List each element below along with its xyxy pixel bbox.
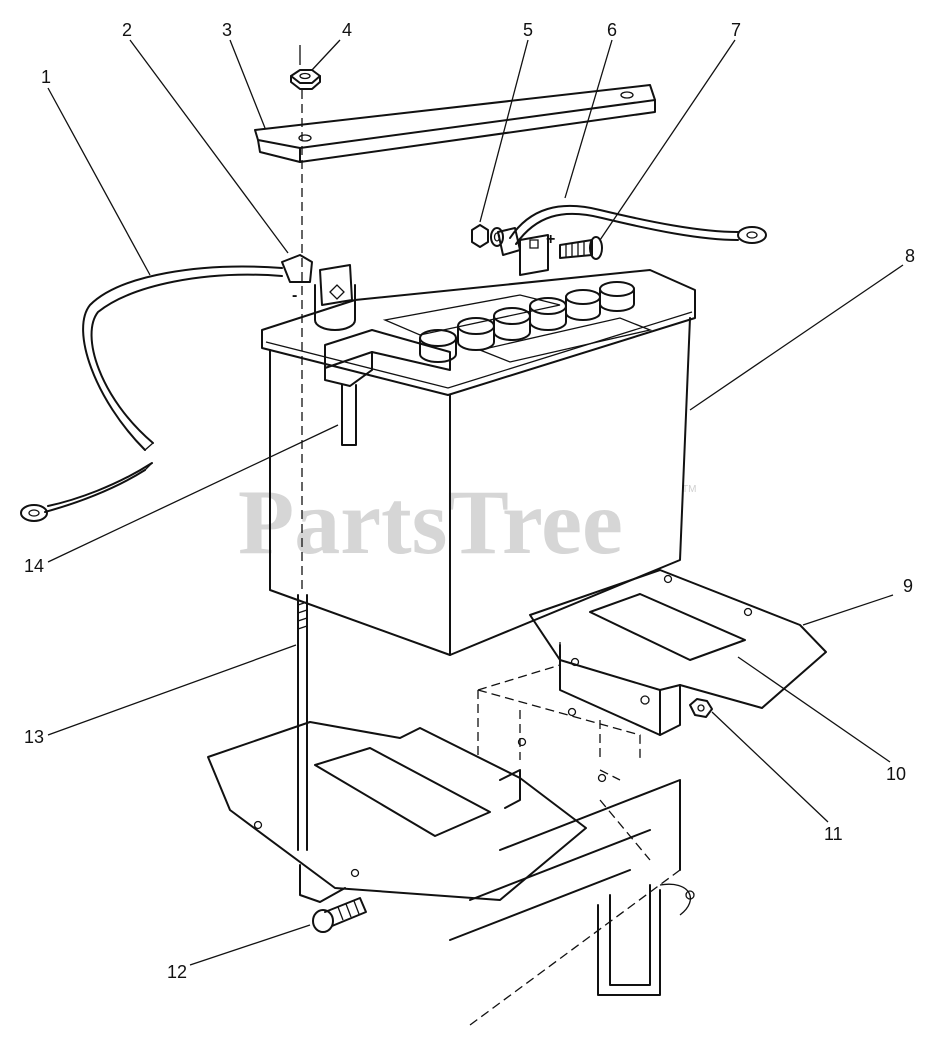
callout-12: 12 (167, 962, 187, 982)
callout-6: 6 (607, 20, 617, 40)
lower-battery-tray (207, 721, 587, 903)
callout-leaders (47, 39, 904, 966)
callout-13: 13 (24, 727, 44, 747)
negative-sign: - (292, 287, 297, 304)
callout-11: 11 (824, 824, 843, 844)
terminal-bolt (559, 236, 603, 260)
callout-7: 7 (731, 20, 741, 40)
hold-down-bracket (254, 84, 656, 163)
callout-14: 14 (24, 556, 44, 576)
watermark-tm: TM (682, 484, 696, 495)
callout-3: 3 (222, 20, 232, 40)
callout-1: 1 (41, 67, 51, 87)
negative-cable (20, 254, 313, 522)
hold-down-rod (297, 90, 308, 851)
watermark: PartsTree (238, 471, 623, 573)
terminal-nut-washer (471, 224, 504, 248)
callout-2: 2 (122, 20, 132, 40)
callout-8: 8 (905, 246, 915, 266)
frame-chassis (449, 640, 695, 1026)
hex-nut-top (290, 45, 321, 90)
upper-battery-tray (529, 569, 827, 736)
spacer-strap (341, 384, 357, 446)
callout-4: 4 (342, 20, 352, 40)
battery-vent-caps (419, 281, 635, 363)
tray-nut (689, 698, 713, 718)
positive-sign: + (546, 231, 555, 248)
positive-cable (497, 204, 767, 256)
callout-10: 10 (886, 764, 906, 784)
callout-5: 5 (523, 20, 533, 40)
tray-bolt (312, 897, 367, 933)
callout-numbers: 1 2 3 4 5 6 7 8 9 10 11 12 13 14 (24, 20, 915, 982)
callout-9: 9 (903, 576, 913, 596)
battery (261, 234, 696, 656)
